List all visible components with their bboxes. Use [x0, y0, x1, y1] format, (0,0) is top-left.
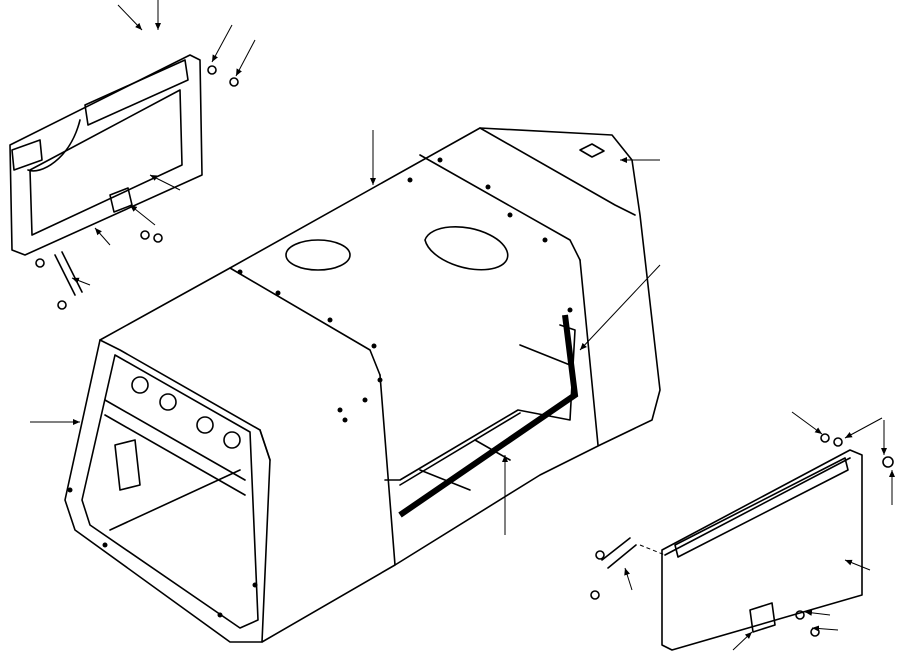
- hood-enclosure: [64, 127, 661, 643]
- left-side-door: [9, 54, 239, 310]
- right-side-door: [590, 433, 894, 651]
- leader-arrows: [30, 0, 895, 651]
